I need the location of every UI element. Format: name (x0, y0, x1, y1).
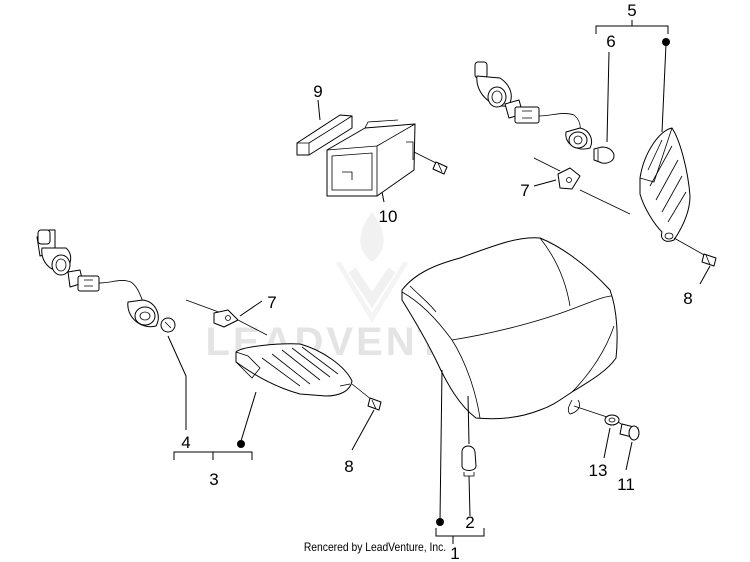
left-turn-signal-group (36, 229, 382, 411)
callout-8-right: 8 (683, 289, 692, 308)
callout-5: 5 (627, 1, 636, 20)
leader-lines (167, 20, 711, 544)
tail-lamp-washer (573, 405, 620, 426)
right-screw (673, 237, 717, 267)
left-bulb (160, 317, 176, 333)
callout-1: 1 (450, 544, 459, 562)
lamp-housing (326, 123, 416, 197)
callout-13: 13 (589, 461, 608, 480)
render-credit: Rencered by LeadVenture, Inc. (303, 540, 447, 554)
callout-4: 4 (181, 433, 190, 452)
left-speed-nut (185, 299, 268, 336)
left-socket (36, 229, 159, 328)
callout-10: 10 (379, 207, 398, 226)
callout-9: 9 (313, 82, 322, 101)
callout-8-left: 8 (344, 457, 353, 476)
tail-lamp-group (401, 237, 640, 477)
right-bulb (593, 146, 615, 164)
left-signal-lens (235, 343, 353, 397)
callout-numbers: 5 6 9 10 7 8 7 4 3 8 13 11 2 1 (181, 1, 692, 562)
callout-6: 6 (606, 32, 615, 51)
callout-3: 3 (209, 470, 218, 489)
leadventure-flame-logo (335, 212, 409, 323)
bracket-dots (237, 38, 670, 526)
callout-2: 2 (465, 513, 474, 532)
left-screw (351, 383, 382, 411)
tail-lamp-screw (617, 421, 640, 441)
right-speed-nut (533, 157, 631, 215)
callout-7-left: 7 (267, 293, 276, 312)
tail-lamp-bulb (461, 445, 477, 477)
right-turn-signal-group (474, 61, 717, 267)
callout-11: 11 (617, 475, 635, 494)
right-signal-lens (639, 127, 691, 242)
housing-screw (413, 151, 448, 175)
right-socket (474, 61, 593, 150)
callout-7-right: 7 (520, 181, 529, 200)
license-lamp-group (296, 114, 448, 197)
